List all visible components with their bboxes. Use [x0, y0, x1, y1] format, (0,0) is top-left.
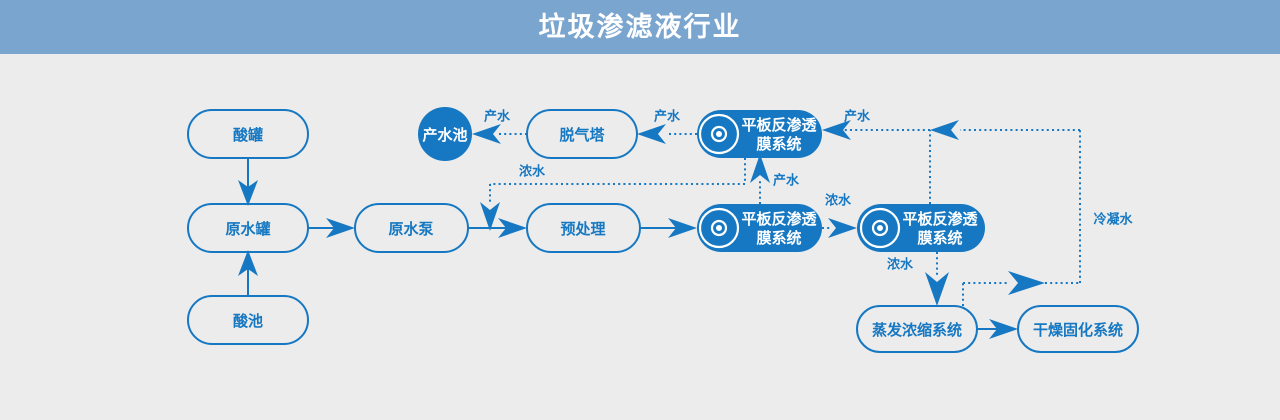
- node-label-ro-membrane-3-line2: 膜系统: [917, 229, 962, 247]
- node-label-raw-water-tank: 原水罐: [225, 220, 270, 238]
- edge-label-product-water-3: 产水: [844, 109, 871, 125]
- node-pretreatment[interactable]: 预处理: [526, 203, 641, 253]
- node-label-acid-pool: 酸池: [233, 312, 263, 330]
- node-raw-water-tank[interactable]: 原水罐: [187, 203, 309, 253]
- node-drying-solidification[interactable]: 干燥固化系统: [1017, 305, 1139, 353]
- edge-ro-membrane-3-to-ro-membrane-1-product-water: [822, 120, 931, 204]
- edge-label-product-water-2: 产水: [654, 109, 681, 125]
- page-title: 垃圾渗滤液行业: [538, 11, 742, 43]
- edge-raw-water-tank-to-raw-water-pump: [308, 218, 355, 238]
- node-evaporation-concentration[interactable]: 蒸发浓缩系统: [856, 305, 978, 353]
- node-acid-tank[interactable]: 酸罐: [187, 109, 309, 159]
- page-header: 垃圾渗滤液行业: [0, 0, 1280, 54]
- edge-label-product-water-1: 产水: [484, 109, 511, 125]
- ro-disc-icon: [698, 113, 740, 155]
- node-label-ro-membrane-1-line1: 平板反渗透: [741, 116, 817, 134]
- node-degassing-tower[interactable]: 脱气塔: [526, 109, 638, 159]
- flow-diagram-canvas: 酸罐 原水罐 酸池 原水泵 预处理: [0, 54, 1280, 420]
- edge-raw-water-pump-to-pretreatment: [468, 218, 527, 238]
- node-ro-membrane-3[interactable]: 平板反渗透 膜系统: [857, 204, 985, 252]
- edge-pretreatment-to-ro-membrane-2: [640, 218, 697, 238]
- node-label-ro-membrane-1-line2: 膜系统: [756, 135, 801, 153]
- node-label-raw-water-pump: 原水泵: [388, 220, 433, 238]
- edge-label-concentrate-1: 浓水: [519, 164, 546, 180]
- edge-acid-pool-to-raw-water-tank: [238, 250, 258, 296]
- edge-ro-membrane-3-to-evaporation-concentrate: [925, 252, 949, 306]
- edge-ro-membrane-1-to-degassing-tower-product-water: [637, 124, 697, 144]
- node-label-ro-membrane-2-line2: 膜系统: [756, 229, 801, 247]
- node-label-product-pool: 产水池: [422, 126, 467, 144]
- node-ro-membrane-2[interactable]: 平板反渗透 膜系统: [697, 204, 822, 252]
- node-label-acid-tank: 酸罐: [233, 126, 263, 144]
- edge-acid-tank-to-raw-water-tank: [238, 158, 258, 206]
- node-label-drying-solidification: 干燥固化系统: [1033, 321, 1123, 339]
- node-acid-pool[interactable]: 酸池: [187, 295, 309, 345]
- node-product-pool[interactable]: 产水池: [418, 107, 472, 161]
- edge-evaporation-to-drying-condensate-path: [962, 271, 1080, 306]
- node-label-evaporation-concentration: 蒸发浓缩系统: [872, 321, 962, 339]
- ro-disc-icon: [859, 207, 901, 249]
- node-label-pretreatment: 预处理: [560, 220, 605, 238]
- node-raw-water-pump[interactable]: 原水泵: [354, 203, 469, 253]
- ro-disc-icon: [698, 207, 740, 249]
- node-label-ro-membrane-3-line1: 平板反渗透: [902, 210, 978, 228]
- edge-condensate-return-to-ro-membrane-1: [930, 120, 1081, 283]
- edge-ro-membrane-2-to-ro-membrane-1-product-water: [750, 154, 770, 204]
- edge-label-concentrate-3: 浓水: [887, 257, 914, 273]
- flow-diagram-svg: 酸罐 原水罐 酸池 原水泵 预处理: [187, 107, 1139, 353]
- edge-label-product-water-4: 产水: [773, 173, 800, 189]
- edge-ro-membrane-2-to-ro-membrane-3-concentrate: [822, 218, 857, 238]
- edge-ro-membrane-1-concentrate-to-pretreatment-inlet: [480, 158, 746, 231]
- node-label-ro-membrane-2-line1: 平板反渗透: [741, 210, 817, 228]
- node-ro-membrane-1[interactable]: 平板反渗透 膜系统: [697, 110, 822, 158]
- node-label-degassing-tower: 脱气塔: [559, 126, 605, 144]
- edge-label-condensate: 冷凝水: [1093, 212, 1133, 228]
- edge-evaporation-to-drying: [977, 319, 1018, 339]
- edge-degassing-tower-to-product-pool-product-water: [472, 124, 527, 144]
- edge-label-concentrate-2: 浓水: [825, 193, 852, 209]
